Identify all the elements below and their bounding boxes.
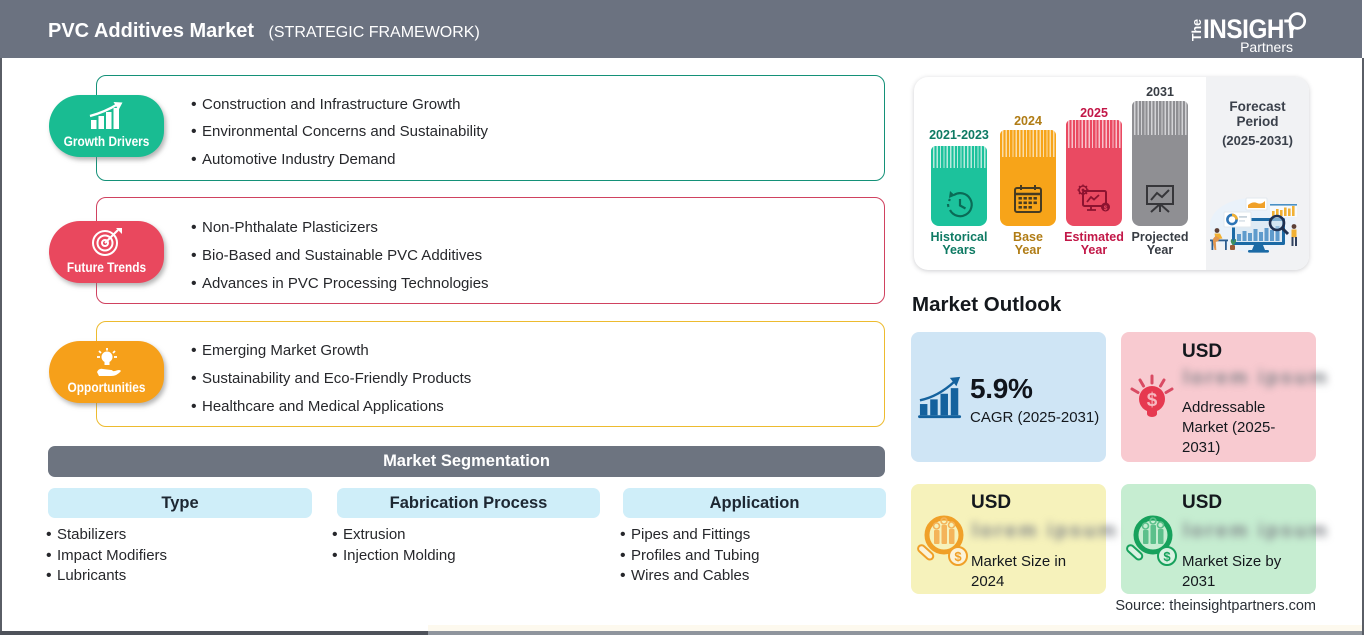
svg-text:$: $: [954, 549, 962, 564]
svg-text:$: $: [1163, 549, 1171, 564]
svg-text:$: $: [1104, 205, 1108, 212]
svg-text:$: $: [1147, 390, 1158, 411]
